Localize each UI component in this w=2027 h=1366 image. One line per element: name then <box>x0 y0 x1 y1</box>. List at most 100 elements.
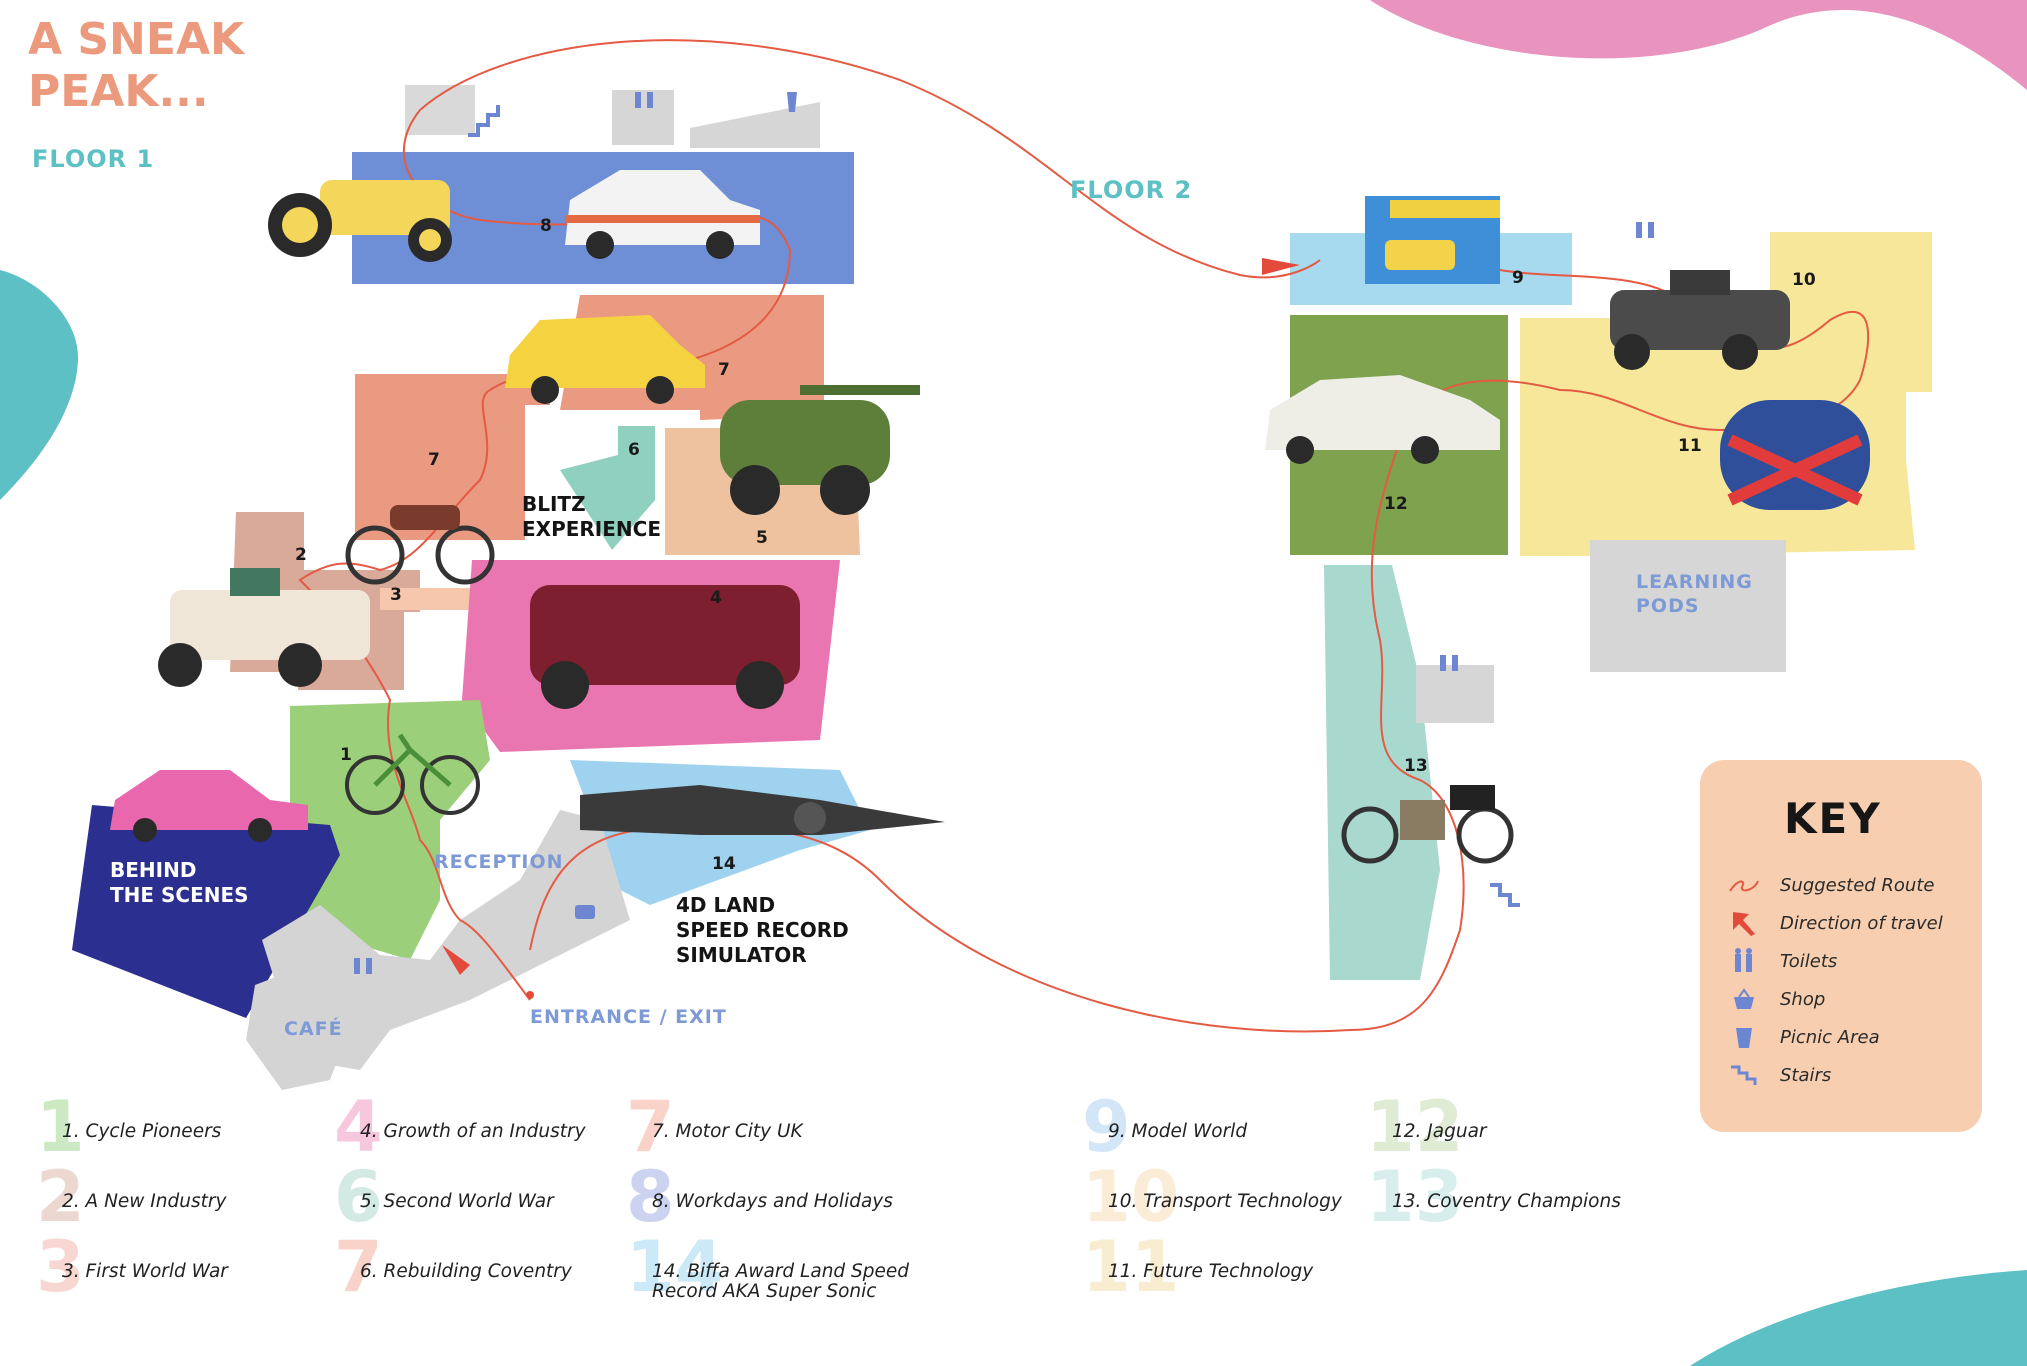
cup-icon <box>1726 1022 1762 1052</box>
legend-label: 11. Future Technology <box>1108 1261 1314 1282</box>
legend-label: 8. Workdays and Holidays <box>652 1191 893 1212</box>
key-label: Toilets <box>1780 950 1838 972</box>
key-label: Suggested Route <box>1780 874 1935 896</box>
legend-number: 12 <box>1366 1086 1464 1168</box>
toilets-icon <box>354 92 1654 974</box>
legend-number: 2 <box>36 1156 85 1238</box>
legend-label: 13. Coventry Champions <box>1392 1191 1621 1212</box>
legend-number: 7 <box>626 1086 675 1168</box>
arrow-icon <box>1726 908 1762 938</box>
yellow-car <box>505 315 705 404</box>
legend-number: 8 <box>626 1156 675 1238</box>
zone-number: 12 <box>1384 494 1408 514</box>
key-title: KEY <box>1784 794 1882 843</box>
zone-number: 14 <box>712 854 736 874</box>
police-car <box>565 170 760 259</box>
zone-number: 2 <box>295 545 307 565</box>
vintage-car-dark <box>1610 270 1790 370</box>
boxmatch-sign <box>1390 200 1500 218</box>
learning-pods-label: LEARNING PODS <box>1636 571 1753 617</box>
teal-left-blob <box>0 270 79 500</box>
legend-label: 14. Biffa Award Land Speed Record AKA Su… <box>652 1261 910 1302</box>
legend-number: 6 <box>334 1156 383 1238</box>
legend-number: 9 <box>1082 1086 1131 1168</box>
pink-sports-car <box>110 770 308 842</box>
tractor <box>268 180 452 262</box>
zone-number: 9 <box>1512 268 1524 288</box>
behind-the-scenes-label: BEHIND THE SCENES <box>110 858 249 907</box>
future-pod-car <box>1720 400 1870 510</box>
key-item: Toilets <box>1726 946 1837 976</box>
stairs-icon <box>1726 1060 1762 1090</box>
legend-label: 9. Model World <box>1108 1121 1248 1142</box>
zone-number: 3 <box>390 585 402 605</box>
zone-1-area <box>290 700 490 960</box>
legend-label: 10. Transport Technology <box>1108 1191 1342 1212</box>
legend-number: 7 <box>334 1226 383 1308</box>
key-item: Suggested Route <box>1726 870 1934 900</box>
legend-number: 1 <box>36 1086 85 1168</box>
maroon-limousine <box>530 585 800 709</box>
toilet-block-2 <box>1416 665 1494 723</box>
key-label: Picnic Area <box>1780 1026 1880 1048</box>
zone-13-area <box>1324 565 1440 980</box>
legend-number: 14 <box>626 1226 724 1308</box>
key-item: Picnic Area <box>1726 1022 1880 1052</box>
cup-icon <box>787 92 797 112</box>
arrow-icon <box>442 945 470 975</box>
route-icon <box>1726 870 1762 900</box>
cafe-area <box>246 960 360 1090</box>
zone-number: 1 <box>340 745 352 765</box>
reception-label: RECEPTION <box>434 851 564 873</box>
zone-7-lower-area <box>355 374 550 540</box>
cafe-label: CAFÉ <box>284 1018 343 1040</box>
floor-2-label: FLOOR 2 <box>1070 176 1193 204</box>
jaguar-white <box>1265 375 1500 464</box>
picnic-block <box>690 102 820 148</box>
learning-pods-area <box>1590 540 1786 672</box>
basket-icon <box>1726 984 1762 1014</box>
basket-icon <box>575 905 595 919</box>
key-item: Stairs <box>1726 1060 1831 1090</box>
legend-label: 4. Growth of an Industry <box>360 1121 586 1142</box>
key-item: Direction of travel <box>1726 908 1943 938</box>
legend-label: 2. A New Industry <box>62 1191 227 1212</box>
legend-label: 6. Rebuilding Coventry <box>360 1261 572 1282</box>
motorcycle-vintage <box>345 505 495 585</box>
legend-label: 1. Cycle Pioneers <box>62 1121 222 1142</box>
bicycle <box>345 733 480 815</box>
legend-number: 11 <box>1082 1226 1180 1308</box>
legend-label: 7. Motor City UK <box>652 1121 803 1142</box>
legend-label: 5. Second World War <box>360 1191 554 1212</box>
pink-corner-blob <box>1370 0 2027 90</box>
zone-number: 4 <box>710 588 722 608</box>
legend-number: 4 <box>334 1086 383 1168</box>
zone-3-area <box>380 588 470 610</box>
toilets-icon <box>1726 946 1762 976</box>
blitz-experience-label: BLITZ EXPERIENCE <box>522 492 661 541</box>
zone-number: 7 <box>428 450 440 470</box>
zone-number: 6 <box>628 440 640 460</box>
floor-1-label: FLOOR 1 <box>32 145 155 173</box>
legend-label: 12. Jaguar <box>1392 1121 1487 1142</box>
route-start-dot <box>526 991 534 999</box>
zone-number: 7 <box>718 360 730 380</box>
legend-label: 3. First World War <box>62 1261 228 1282</box>
legend-number: 10 <box>1082 1156 1180 1238</box>
legend-number: 13 <box>1366 1156 1464 1238</box>
key-item: Shop <box>1726 984 1825 1014</box>
suggested-route-line <box>298 39 1870 1033</box>
